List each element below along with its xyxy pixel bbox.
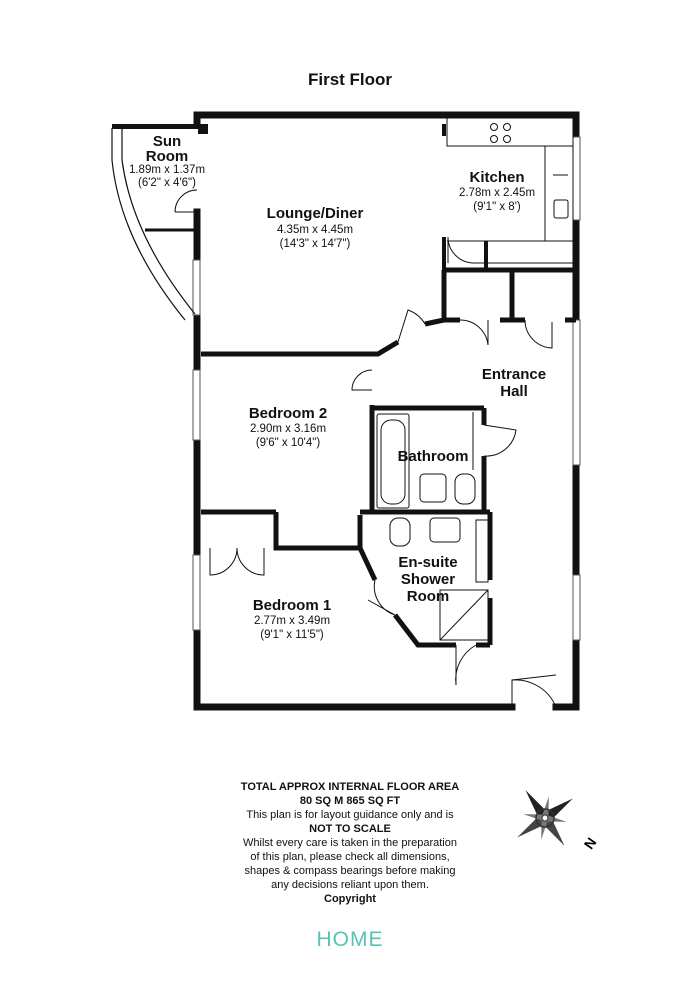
- kitchen-worktop-side: [544, 145, 574, 242]
- sun-room-door-swing: [174, 189, 198, 213]
- hob-icon: [490, 123, 511, 143]
- window-left-bed1: [192, 554, 201, 631]
- kitchen-name: Kitchen: [469, 169, 524, 186]
- sun-room-top-wall: [112, 124, 202, 129]
- bedroom2-metric: 2.90m x 3.16m: [250, 423, 326, 435]
- plan-title: First Floor: [307, 70, 393, 89]
- bedroom2-door: [351, 369, 373, 391]
- footer-line5: Whilst every care is taken in the prepar…: [243, 837, 457, 849]
- footer-line6: of this plan, please check all dimension…: [250, 851, 450, 863]
- windows: [192, 136, 581, 641]
- cupboard-door-1: [459, 319, 489, 346]
- sun-room-name2: Room: [146, 148, 189, 165]
- lounge-imperial: (14'3" x 14'7"): [280, 238, 351, 250]
- hall-door: [455, 644, 477, 686]
- sun-room: [111, 124, 208, 321]
- compass-north-label: N: [581, 835, 600, 852]
- bathroom-door: [483, 424, 517, 457]
- compass-icon: N: [517, 790, 600, 852]
- bedroom2-imperial: (9'6" x 10'4"): [256, 437, 321, 449]
- footer-line7: shapes & compass bearings before making: [244, 865, 456, 877]
- toilet-icon: [454, 473, 476, 505]
- bathroom-fixtures: [376, 412, 476, 509]
- sun-room-imperial: (6'2" x 4'6"): [138, 177, 196, 189]
- lounge-name: Lounge/Diner: [267, 205, 364, 222]
- lounge-metric: 4.35m x 4.45m: [277, 224, 353, 236]
- sun-room-name1: Sun: [153, 133, 181, 150]
- basin-icon: [419, 473, 447, 503]
- entrance-name2: Hall: [500, 383, 528, 400]
- ensuite-name3: Room: [407, 588, 450, 605]
- footer-line1: TOTAL APPROX INTERNAL FLOOR AREA: [240, 781, 460, 793]
- bedroom1-metric: 2.77m x 3.49m: [254, 615, 330, 627]
- shower-tray-icon: [439, 589, 489, 641]
- footer-line9: Copyright: [324, 893, 376, 905]
- sun-room-curved-glazing-inner: [121, 128, 196, 315]
- internal-walls: [201, 267, 576, 648]
- doors: [209, 309, 557, 708]
- outer-wall-top: [193, 111, 580, 141]
- footer-line8: any decisions reliant upon them.: [271, 879, 429, 891]
- footer-line3: This plan is for layout guidance only an…: [246, 809, 454, 821]
- bedroom1-name: Bedroom 1: [253, 597, 331, 614]
- ensuite-name1: En-suite: [398, 554, 457, 571]
- lounge-door: [397, 309, 426, 343]
- window-right-hall: [572, 319, 581, 466]
- ensuite-toilet-icon: [389, 517, 411, 547]
- ensuite-basin-icon: [429, 517, 461, 543]
- window-right-lower: [572, 574, 581, 641]
- entrance-door: [511, 679, 557, 708]
- bathroom-name: Bathroom: [398, 448, 469, 465]
- kitchen-imperial: (9'1" x 8'): [473, 201, 521, 213]
- cupboard-door-2: [524, 319, 553, 349]
- bath-icon: [376, 413, 410, 509]
- kitchen: [442, 117, 576, 270]
- sun-room-curved-glazing: [111, 128, 186, 321]
- bedroom2-name: Bedroom 2: [249, 405, 327, 422]
- sun-room-metric: 1.89m x 1.37m: [129, 164, 205, 176]
- ensuite-name2: Shower: [401, 571, 455, 588]
- window-left-lounge: [192, 259, 201, 316]
- floor-plan: Sun Room 1.89m x 1.37m (6'2" x 4'6") Lou…: [111, 111, 581, 711]
- window-left-bed2: [192, 369, 201, 441]
- walls: [193, 111, 580, 711]
- ensuite-door: [367, 579, 396, 616]
- bedroom1-double-door: [209, 547, 265, 576]
- window-kitchen: [572, 136, 581, 221]
- footer-notes: TOTAL APPROX INTERNAL FLOOR AREA 80 SQ M…: [180, 780, 520, 906]
- footer-line2: 80 SQ M 865 SQ FT: [299, 795, 401, 807]
- footer-line4: NOT TO SCALE: [309, 823, 391, 835]
- sink-icon: [553, 199, 569, 219]
- kitchen-worktop-top: [446, 117, 574, 147]
- kitchen-metric: 2.78m x 2.45m: [459, 187, 535, 199]
- ensuite-fixtures: [389, 517, 489, 641]
- brand-logo: HOME: [316, 928, 384, 951]
- bedroom1-imperial: (9'1" x 11'5"): [260, 629, 324, 641]
- entrance-name1: Entrance: [482, 366, 546, 383]
